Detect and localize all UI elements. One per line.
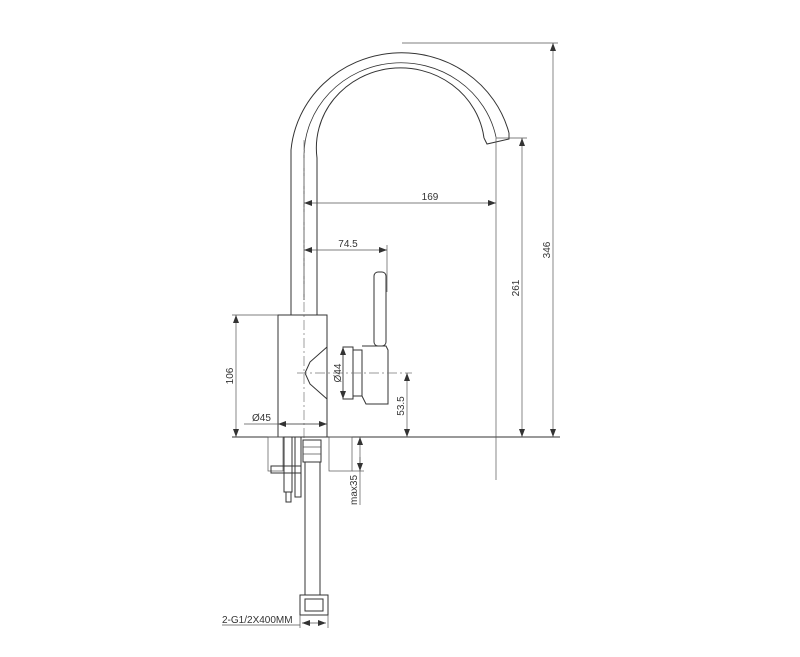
label-cartridge-diameter: Ø44 [333,363,344,382]
label-spout-reach: 169 [422,192,439,203]
label-body-height: 106 [225,367,236,384]
supply-hose [299,461,329,616]
label-handle-offset: 74.5 [338,239,358,250]
label-hose: 2-G1/2X400MM [222,615,293,626]
label-spout-height: 261 [511,279,522,296]
label-body-diameter: Ø45 [252,413,271,424]
label-max-counter: max35 [349,475,360,505]
dimension-labels: 346 261 169 74.5 106 Ø45 Ø44 53.5 max35 … [222,192,553,626]
label-total-height: 346 [542,241,553,258]
mounting-hardware [270,436,322,503]
spout [290,52,510,440]
faucet-body [277,271,412,438]
dimension-lines [222,42,558,628]
label-handle-axis-height: 53.5 [396,396,407,416]
